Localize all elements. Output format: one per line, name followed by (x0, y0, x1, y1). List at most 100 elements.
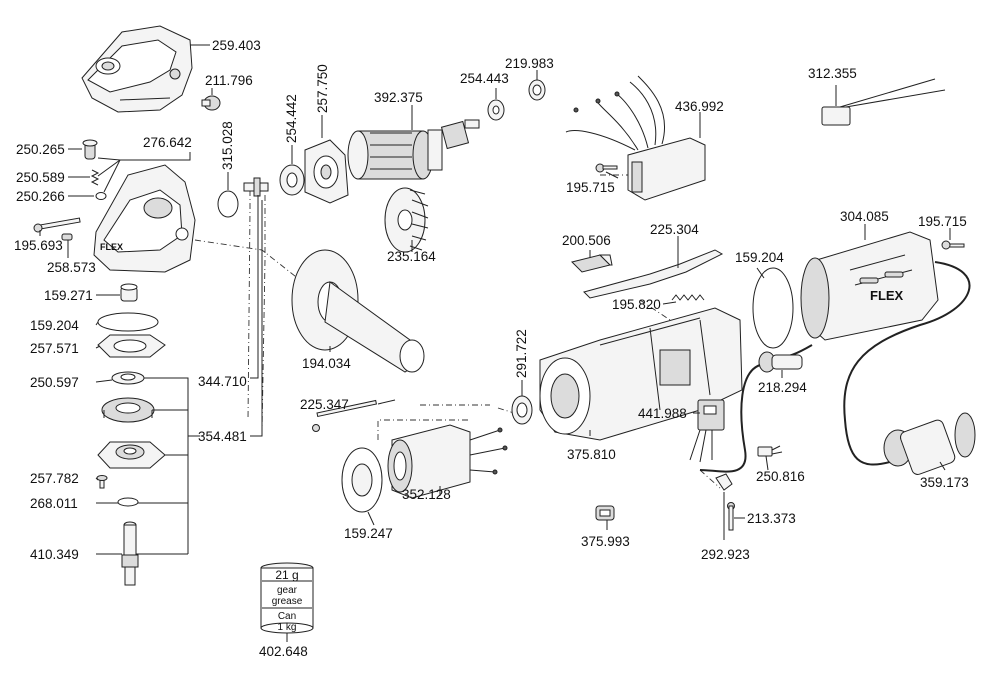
label-225-304: 225.304 (650, 222, 699, 237)
cover-screw-part (941, 240, 965, 250)
screw-211-796-part (201, 95, 221, 111)
label-250-266: 250.266 (16, 189, 65, 204)
label-436-992: 436.992 (675, 99, 724, 114)
bearing-plate-part (304, 139, 349, 204)
label-375-810: 375.810 (567, 447, 616, 462)
bearing-254-442-part (279, 164, 305, 196)
label-291-722: 291.722 (514, 329, 529, 378)
part-375-993 (595, 505, 615, 521)
label-257-782: 257.782 (30, 471, 79, 486)
label-375-993: 375.993 (581, 534, 630, 549)
label-211-796: 211.796 (205, 73, 253, 88)
label-344-710: 344.710 (198, 374, 247, 389)
label-254-443: 254.443 (460, 71, 509, 86)
grease-can-part: 21 g gear grease Can 1 kg (260, 562, 314, 634)
capacitor-part (821, 78, 946, 126)
motor-cover-part: FLEX (800, 231, 939, 341)
slide-knob-part (571, 254, 613, 273)
bush-part (120, 283, 138, 302)
label-250-816: 250.816 (756, 469, 805, 484)
gear-head-cover-part (81, 25, 193, 113)
label-195-715-b: 195.715 (918, 214, 967, 229)
label-225-347: 225.347 (300, 397, 349, 412)
label-250-265: 250.265 (16, 142, 65, 157)
label-392-375: 392.375 (374, 90, 423, 105)
nut-part (111, 371, 145, 385)
label-258-573: 258.573 (47, 260, 96, 275)
can-line-size: 1 kg (278, 622, 297, 633)
switch-part (689, 399, 725, 463)
leader-lines (39, 44, 951, 642)
label-315-028: 315.028 (220, 121, 235, 170)
cover-brand-mark: FLEX (870, 288, 904, 303)
housing-brand-mark: FLEX (100, 242, 123, 252)
brush-plate-part (565, 75, 706, 201)
label-359-173: 359.173 (920, 475, 969, 490)
can-line-gear: gear (277, 585, 298, 596)
label-159-204-a: 159.204 (30, 318, 79, 333)
label-159-271: 159.271 (44, 288, 93, 303)
bush-219-983-part (528, 79, 546, 101)
label-235-164: 235.164 (387, 249, 436, 264)
lock-button-parts (82, 139, 107, 200)
label-441-988: 441.988 (638, 406, 687, 421)
label-159-247: 159.247 (344, 526, 393, 541)
label-354-481: 354.481 (198, 429, 247, 444)
bush-291-722-part (511, 395, 533, 425)
label-218-294: 218.294 (758, 380, 807, 395)
label-268-011: 268.011 (30, 496, 78, 511)
label-352-128: 352.128 (402, 487, 451, 502)
power-cable (699, 261, 971, 473)
seal-ring-right-part (752, 267, 794, 349)
label-402-648: 402.648 (259, 644, 308, 659)
label-195-693: 195.693 (14, 238, 63, 253)
washer-part (117, 497, 139, 507)
label-250-597: 250.597 (30, 375, 79, 390)
o-ring-part (217, 190, 239, 218)
gear-housing-part: FLEX (93, 164, 196, 273)
label-195-820: 195.820 (612, 297, 661, 312)
part-labels: 259.403 211.796 257.750 254.442 315.028 … (14, 38, 969, 659)
armature-part (347, 119, 480, 180)
part-250-816 (757, 445, 783, 457)
motor-housing-part (539, 307, 743, 441)
label-254-442: 254.442 (284, 94, 299, 143)
can-line-can: Can (278, 611, 296, 622)
brush-plate-screw-part (595, 163, 618, 173)
label-200-506: 200.506 (562, 233, 611, 248)
seal-ring-left-part (97, 312, 159, 332)
plug-part (883, 412, 976, 475)
bevel-gear-part (101, 397, 155, 423)
spring-part (671, 294, 705, 301)
label-219-983: 219.983 (505, 56, 554, 71)
label-159-204-b: 159.204 (735, 250, 784, 265)
disc-washer-part (341, 447, 383, 513)
gasket-part (97, 334, 166, 358)
spindle-part (121, 521, 139, 586)
switch-rod-part (583, 249, 724, 299)
bearing-flange-part (97, 441, 166, 469)
label-257-571: 257.571 (30, 341, 79, 356)
flange-screw-part (96, 475, 108, 489)
housing-screws (33, 217, 81, 241)
cable-sleeve-part (758, 344, 813, 373)
bearing-254-443-part (487, 99, 505, 121)
can-weight: 21 g (275, 568, 298, 582)
label-410-349: 410.349 (30, 547, 79, 562)
screw-213-373-part (727, 502, 735, 531)
label-250-589: 250.589 (16, 170, 65, 185)
pinion-shaft-part (243, 177, 269, 197)
stator-part (387, 424, 508, 499)
can-line-grease: grease (272, 596, 303, 607)
label-304-085: 304.085 (840, 209, 889, 224)
label-276-642: 276.642 (143, 135, 192, 150)
label-195-715-a: 195.715 (566, 180, 615, 195)
label-292-923: 292.923 (701, 547, 750, 562)
label-194-034: 194.034 (302, 356, 351, 371)
label-257-750: 257.750 (315, 64, 330, 113)
side-handle-part (291, 249, 425, 373)
label-312-355: 312.355 (808, 66, 857, 81)
stator-screw-part (312, 399, 378, 432)
